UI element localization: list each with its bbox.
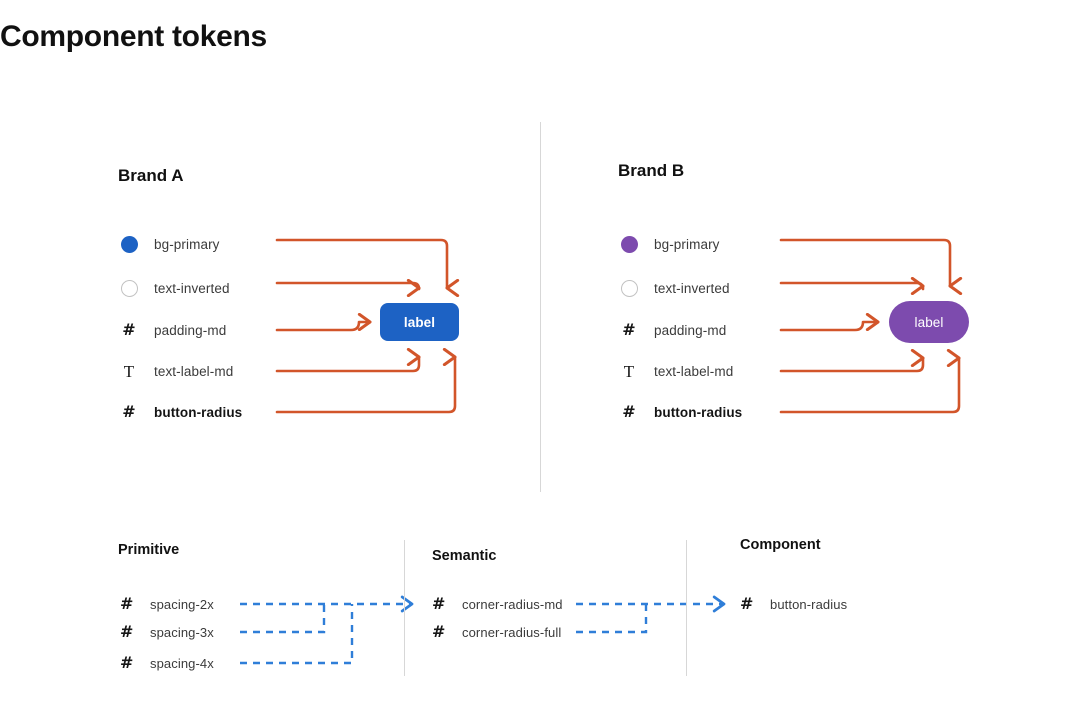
hash-icon: # bbox=[120, 624, 140, 640]
hash-glyph: # bbox=[120, 622, 134, 641]
color-swatch-outline-icon bbox=[618, 279, 640, 297]
primitive-semantic-divider bbox=[404, 540, 405, 676]
component-heading: Component bbox=[740, 537, 821, 553]
color-swatch-filled-icon bbox=[618, 235, 640, 253]
token-row[interactable]: text-inverted bbox=[618, 276, 730, 300]
brand-a-button-label: label bbox=[403, 314, 436, 330]
token-label: text-inverted bbox=[654, 280, 730, 296]
token-row[interactable]: T text-label-md bbox=[618, 359, 733, 383]
token-label: bg-primary bbox=[654, 236, 720, 252]
hash-icon: # bbox=[618, 404, 640, 420]
type-glyph: T bbox=[123, 361, 135, 381]
type-glyph: T bbox=[623, 361, 635, 381]
list-item[interactable]: # corner-radius-full bbox=[432, 622, 561, 642]
semantic-component-divider bbox=[686, 540, 687, 676]
hash-icon: # bbox=[118, 404, 140, 420]
token-label: spacing-2x bbox=[150, 596, 214, 612]
list-item[interactable]: # spacing-4x bbox=[120, 653, 214, 673]
token-label: bg-primary bbox=[154, 236, 220, 252]
primitive-heading: Primitive bbox=[118, 542, 180, 558]
hash-icon: # bbox=[118, 322, 140, 338]
brand-b-heading: Brand B bbox=[618, 161, 685, 180]
hash-glyph: # bbox=[432, 622, 446, 641]
token-label: text-label-md bbox=[154, 363, 234, 379]
type-icon: T bbox=[118, 363, 140, 380]
token-row[interactable]: # button-radius bbox=[118, 400, 242, 424]
token-row[interactable]: bg-primary bbox=[618, 232, 720, 256]
token-label: text-inverted bbox=[154, 280, 230, 296]
token-row[interactable]: # padding-md bbox=[618, 318, 726, 342]
token-label: corner-radius-md bbox=[462, 596, 563, 612]
brand-a-panel: Brand A bg-primary text-inverted # paddi… bbox=[118, 166, 242, 424]
hash-glyph: # bbox=[622, 320, 636, 339]
hash-icon: # bbox=[120, 655, 140, 671]
token-label: text-label-md bbox=[654, 363, 734, 379]
hash-glyph: # bbox=[120, 594, 134, 613]
list-item[interactable]: # spacing-2x bbox=[120, 594, 214, 614]
brand-a-heading: Brand A bbox=[118, 166, 184, 185]
token-label: padding-md bbox=[654, 322, 727, 338]
hash-glyph: # bbox=[740, 594, 754, 613]
list-item[interactable]: # button-radius bbox=[740, 594, 847, 614]
brand-b-preview-button[interactable]: label bbox=[889, 301, 969, 343]
color-swatch-outline-icon bbox=[118, 279, 140, 297]
token-label: padding-md bbox=[154, 322, 227, 338]
token-row[interactable]: # padding-md bbox=[118, 318, 226, 342]
color-swatch-filled-icon bbox=[118, 235, 140, 253]
hash-glyph: # bbox=[432, 594, 446, 613]
hash-icon: # bbox=[432, 596, 452, 612]
token-label: button-radius bbox=[154, 404, 243, 420]
hash-icon: # bbox=[740, 596, 760, 612]
token-row[interactable]: bg-primary bbox=[118, 232, 220, 256]
token-label: corner-radius-full bbox=[462, 624, 562, 640]
type-icon: T bbox=[618, 363, 640, 380]
token-row[interactable]: # button-radius bbox=[618, 400, 742, 424]
brand-b-button-label: label bbox=[914, 314, 944, 330]
token-row[interactable]: text-inverted bbox=[118, 276, 230, 300]
brand-panels-divider bbox=[540, 122, 541, 492]
hash-icon: # bbox=[618, 322, 640, 338]
token-label: button-radius bbox=[770, 596, 848, 612]
token-label: button-radius bbox=[654, 404, 743, 420]
token-row[interactable]: T text-label-md bbox=[118, 359, 233, 383]
token-label: spacing-3x bbox=[150, 624, 214, 640]
brand-a-preview-button[interactable]: label bbox=[380, 303, 459, 341]
hash-glyph: # bbox=[120, 653, 134, 672]
hash-glyph: # bbox=[122, 402, 136, 421]
hash-glyph: # bbox=[122, 320, 136, 339]
brand-b-panel: Brand B bg-primary text-inverted # paddi… bbox=[540, 0, 1080, 706]
list-item[interactable]: # spacing-3x bbox=[120, 622, 214, 642]
page-title: Component tokens bbox=[0, 20, 267, 53]
hash-icon: # bbox=[120, 596, 140, 612]
semantic-heading: Semantic bbox=[432, 548, 497, 564]
hash-icon: # bbox=[432, 624, 452, 640]
list-item[interactable]: # corner-radius-md bbox=[432, 594, 563, 614]
hash-glyph: # bbox=[622, 402, 636, 421]
token-label: spacing-4x bbox=[150, 655, 214, 671]
